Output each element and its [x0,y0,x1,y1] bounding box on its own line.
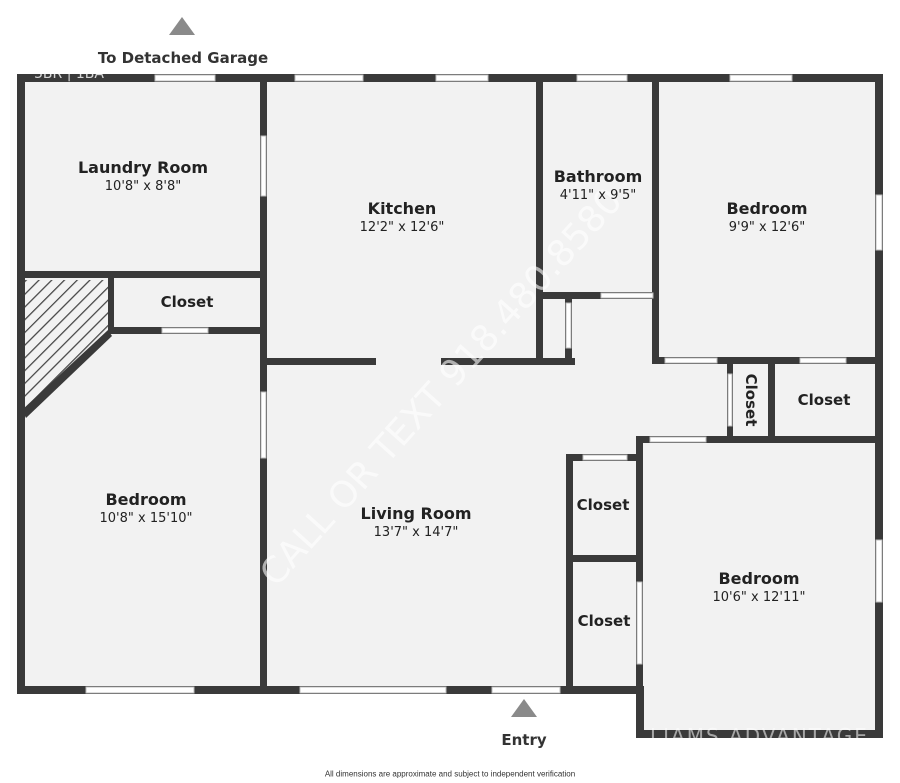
room-living: Living Room 13'7" x 14'7" [361,504,472,540]
room-kitchen: Kitchen 12'2" x 12'6" [360,199,445,235]
windows [85,74,883,694]
entry-label: Entry [501,731,547,749]
room-name: Bathroom [553,167,643,186]
room-dimensions: 10'6" x 12'11" [712,590,806,605]
closet-vertical: Closet [742,373,760,427]
closet-left: Closet [160,293,214,311]
room-bedroom-bottom-right: Bedroom 10'6" x 12'11" [713,569,806,605]
room-dimensions: 10'8" x 8'8" [104,179,182,194]
room-dimensions: 12'2" x 12'6" [359,220,445,235]
room-dimensions: 9'9" x 12'6" [728,220,806,235]
room-bedroom-left: Bedroom 10'8" x 15'10" [100,490,193,526]
footer-note: All dimensions are approximate and subje… [324,769,576,779]
entry-arrow-icon [511,699,537,717]
closet-right: Closet [797,391,851,409]
room-dimensions: 13'7" x 14'7" [373,525,459,540]
garage-label: To Detached Garage [97,49,269,67]
room-name: Living Room [360,504,472,523]
room-bedroom-top-right: Bedroom 9'9" x 12'6" [726,199,807,235]
garage-arrow-icon [169,17,195,35]
closet-middle-upper: Closet [576,496,630,514]
hatched-chase [24,280,108,414]
closet-middle-lower: Closet [577,612,631,630]
room-dimensions: 4'11" x 9'5" [559,188,637,203]
room-name: Laundry Room [77,158,209,177]
room-name: Kitchen [367,199,437,218]
floor-area [20,78,880,734]
room-bathroom: Bathroom 4'11" x 9'5" [554,167,643,203]
room-name: Bedroom [105,490,187,509]
room-dimensions: 10'8" x 15'10" [99,511,193,526]
room-name: Bedroom [726,199,808,218]
room-name: Bedroom [718,569,800,588]
room-laundry: Laundry Room 10'8" x 8'8" [78,158,208,194]
